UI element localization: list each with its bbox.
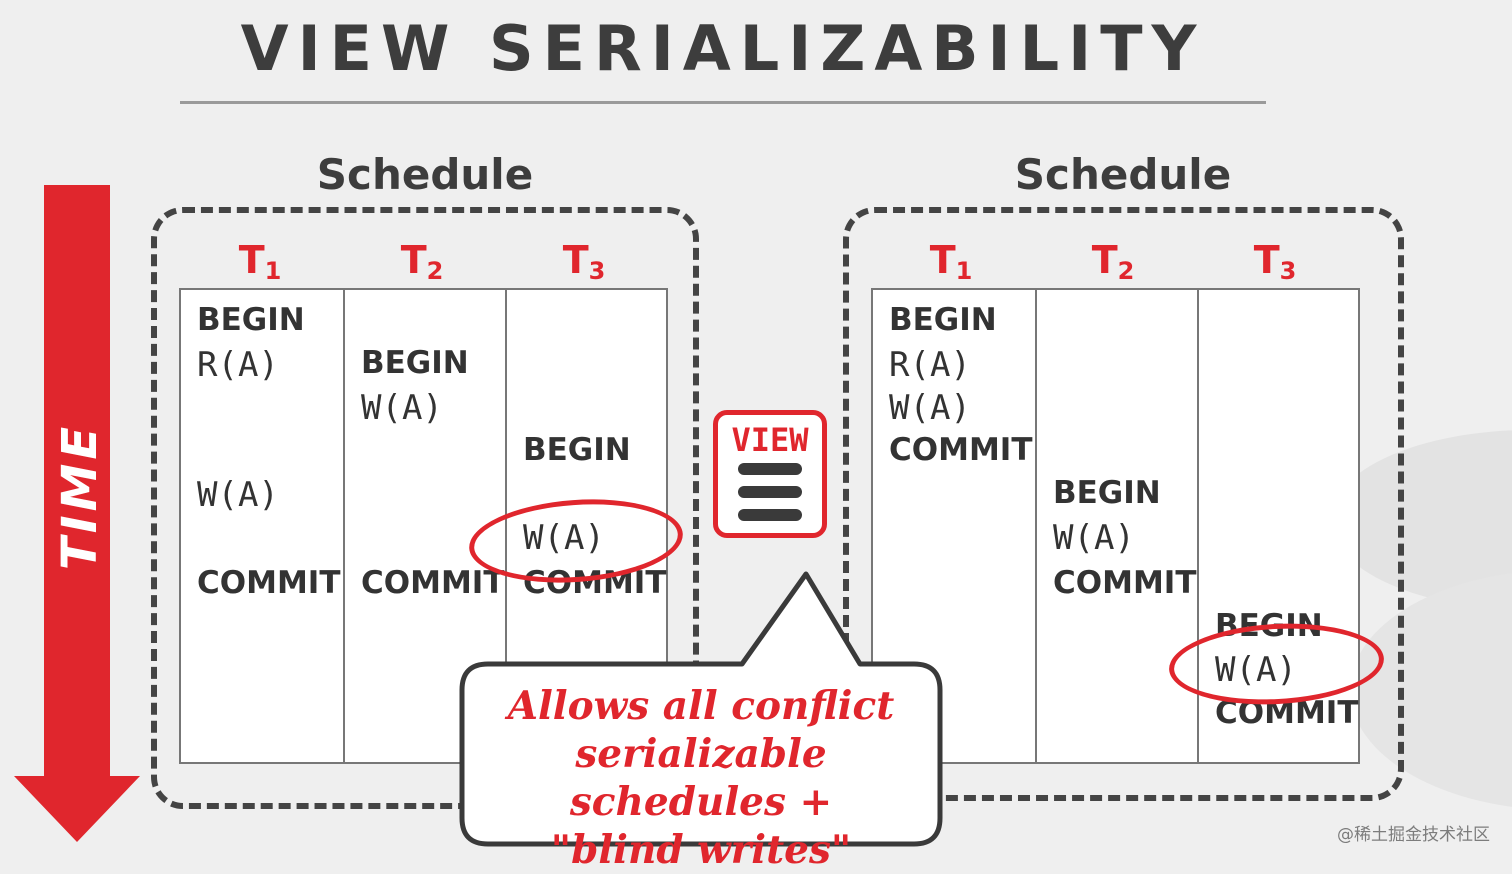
watermark: @稀土掘金技术社区	[1337, 825, 1490, 845]
op-write-a: W(A)	[523, 518, 605, 558]
left-schedule-label: Schedule	[316, 150, 534, 199]
title-divider	[180, 101, 1266, 104]
time-arrow	[14, 185, 140, 842]
callout-line: serializable schedules +	[569, 731, 833, 825]
left-column-t2: BEGIN W(A) COMMIT	[343, 290, 507, 762]
right-column-t3: BEGIN W(A) COMMIT	[1197, 290, 1361, 762]
op-begin: BEGIN	[1053, 475, 1161, 511]
left-schedule-frame	[151, 207, 699, 809]
op-write-a: W(A)	[361, 388, 443, 428]
left-txn-header-t2: T2	[400, 238, 444, 285]
right-schedule-frame	[843, 207, 1404, 801]
right-column-t2: BEGIN W(A) COMMIT	[1035, 290, 1199, 762]
left-column-t1: BEGIN R(A) W(A) COMMIT	[181, 290, 343, 762]
op-read-a: R(A)	[889, 345, 971, 385]
left-txn-header-t1: T1	[238, 238, 282, 285]
op-commit: COMMIT	[1215, 695, 1359, 731]
op-commit: COMMIT	[523, 565, 667, 601]
op-write-a: W(A)	[1053, 518, 1135, 558]
right-column-t1: BEGIN R(A) W(A) COMMIT	[873, 290, 1035, 762]
op-commit: COMMIT	[197, 565, 341, 601]
right-txn-header-t3: T3	[1253, 238, 1297, 285]
callout-line: "blind writes"	[550, 827, 852, 873]
doc-line-icon	[738, 486, 802, 498]
right-txn-header-t2: T2	[1091, 238, 1135, 285]
right-schedule-label: Schedule	[1014, 150, 1232, 199]
view-document-icon: VIEW	[713, 410, 827, 538]
callout-line: Allows all conflict	[507, 683, 895, 729]
left-txn-header-t3: T3	[562, 238, 606, 285]
callout-text: Allows all conflict serializable schedul…	[466, 682, 936, 874]
op-read-a: R(A)	[197, 345, 279, 385]
op-write-a: W(A)	[1215, 650, 1297, 690]
left-column-t3: BEGIN W(A) COMMIT	[505, 290, 669, 762]
op-begin: BEGIN	[1215, 608, 1323, 644]
right-txn-header-t1: T1	[929, 238, 973, 285]
op-begin: BEGIN	[889, 302, 997, 338]
page-title: VIEW SERIALIZABILITY	[240, 12, 1206, 85]
op-commit: COMMIT	[1053, 565, 1197, 601]
view-icon-label: VIEW	[731, 421, 809, 459]
op-write-a: W(A)	[197, 475, 279, 515]
op-commit: COMMIT	[361, 565, 505, 601]
op-commit: COMMIT	[889, 432, 1033, 468]
op-begin: BEGIN	[523, 432, 631, 468]
op-begin: BEGIN	[361, 345, 469, 381]
doc-line-icon	[738, 509, 802, 521]
op-write-a: W(A)	[889, 388, 971, 428]
doc-line-icon	[738, 463, 802, 475]
right-schedule-table: BEGIN R(A) W(A) COMMIT BEGIN W(A) COMMIT…	[871, 288, 1360, 764]
op-begin: BEGIN	[197, 302, 305, 338]
